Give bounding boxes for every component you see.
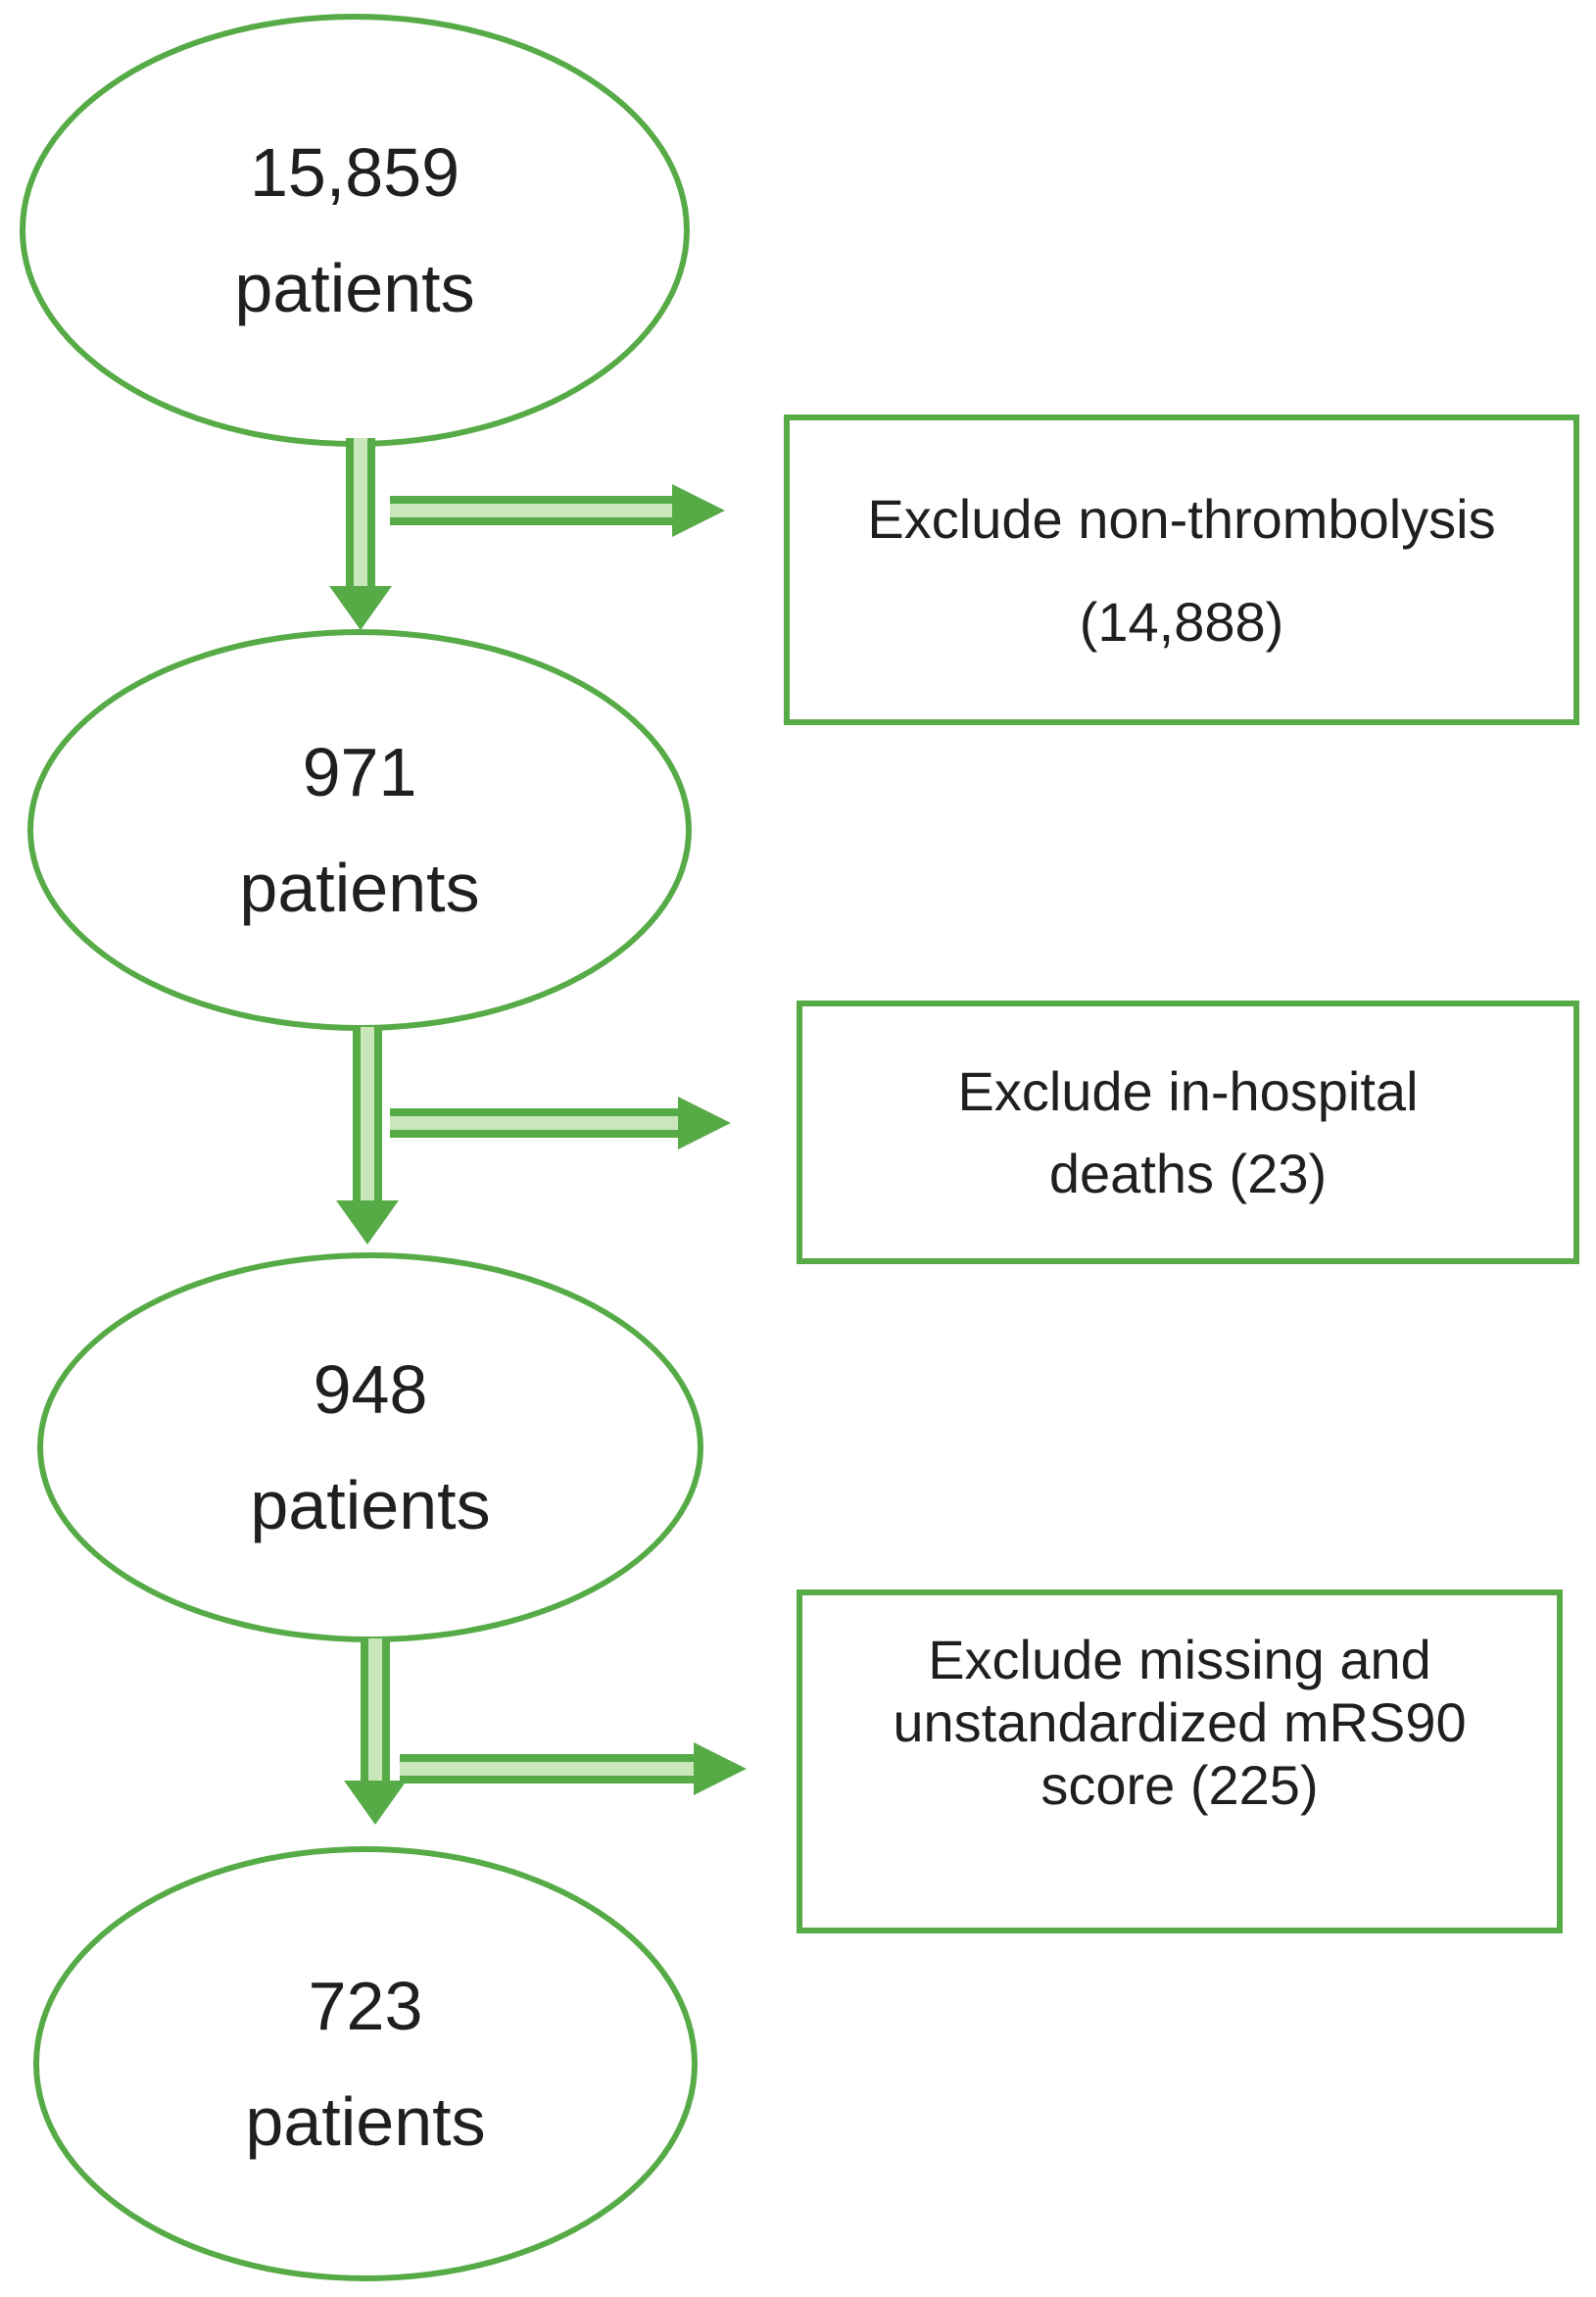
node-1-count: 15,859 — [249, 134, 460, 211]
exclusion-1-line-2: (14,888) — [1079, 590, 1284, 653]
exclusion-box-1: Exclude non-thrombolysis (14,888) — [784, 415, 1579, 725]
exclusion-3-line-2: unstandardized mRS90 — [893, 1691, 1467, 1753]
exclusion-box-3: Exclude missing and unstandardized mRS90… — [797, 1589, 1563, 1933]
right-arrow-1-head — [672, 484, 725, 537]
ellipse-node-1: 15,859 patients — [20, 14, 690, 447]
exclusion-1-line-1: Exclude non-thrombolysis — [867, 487, 1496, 550]
down-arrow-1-head — [329, 586, 392, 630]
down-arrow-2-shaft — [353, 1027, 382, 1201]
right-arrow-2-shaft — [390, 1108, 680, 1138]
exclusion-3-line-3: score (225) — [1040, 1754, 1319, 1816]
node-3-label: patients — [250, 1467, 491, 1543]
node-3-count: 948 — [313, 1351, 428, 1428]
right-arrow-3-shaft — [400, 1754, 696, 1784]
ellipse-node-2: 971 patients — [27, 629, 692, 1031]
node-2-label: patients — [239, 850, 480, 926]
down-arrow-3-shaft — [361, 1638, 390, 1782]
node-4-label: patients — [245, 2083, 486, 2160]
right-arrow-1-shaft — [390, 496, 674, 525]
ellipse-node-4: 723 patients — [33, 1846, 698, 2281]
exclusion-2-line-2: deaths (23) — [1048, 1142, 1328, 1204]
node-2-count: 971 — [302, 734, 417, 810]
down-arrow-3-head — [344, 1781, 407, 1825]
right-arrow-3-head — [694, 1742, 747, 1795]
down-arrow-1-shaft — [346, 438, 375, 587]
node-4-count: 723 — [308, 1968, 423, 2044]
ellipse-node-3: 948 patients — [37, 1252, 703, 1642]
exclusion-3-line-1: Exclude missing and — [928, 1629, 1431, 1690]
node-1-label: patients — [234, 250, 475, 326]
exclusion-2-line-1: Exclude in-hospital — [957, 1059, 1419, 1122]
right-arrow-2-head — [678, 1097, 731, 1149]
exclusion-box-2: Exclude in-hospital deaths (23) — [797, 1001, 1579, 1264]
down-arrow-2-head — [336, 1200, 399, 1245]
